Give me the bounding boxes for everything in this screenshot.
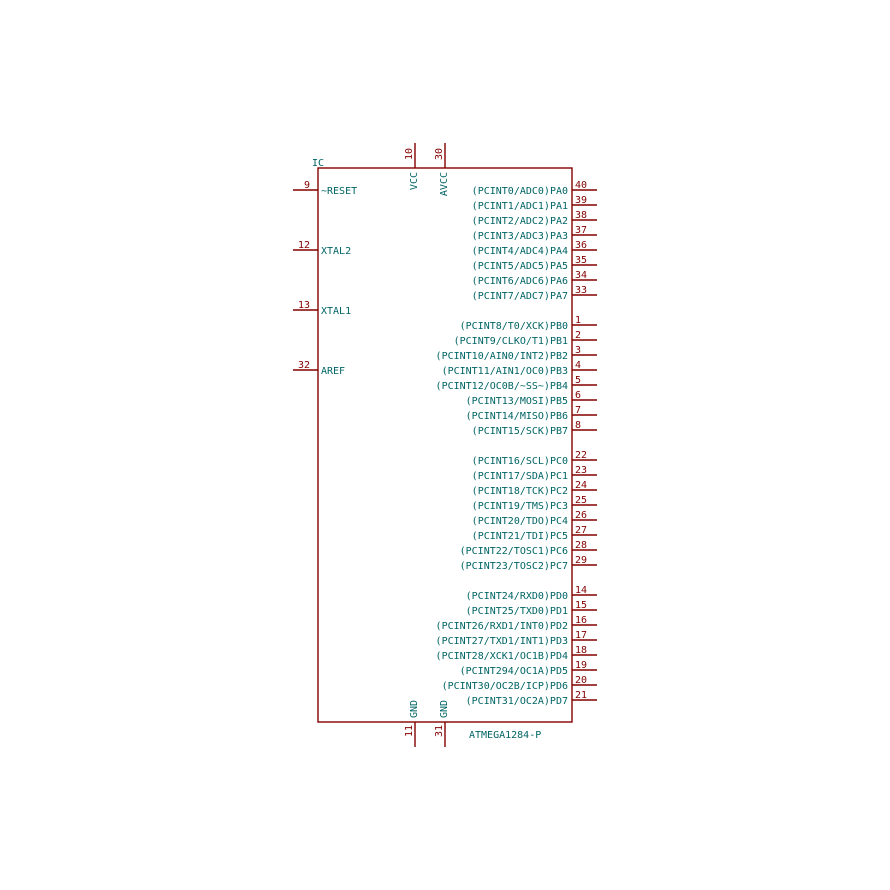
pin-name-right: (PCINT9/CLKO/T1)PB1 [454, 336, 568, 347]
pin-number-right: 37 [575, 225, 587, 236]
pin-number-right: 19 [575, 660, 587, 671]
pin-number-right: 18 [575, 645, 587, 656]
pin-number-left: 13 [298, 300, 310, 311]
pin-number-right: 39 [575, 195, 587, 206]
pin-name-bottom: GND [439, 700, 450, 718]
pin-number-right: 20 [575, 675, 587, 686]
pin-name-right: (PCINT16/SCL)PC0 [472, 456, 568, 467]
pin-name-left: XTAL2 [321, 246, 351, 257]
pin-name-right: (PCINT25/TXD0)PD1 [466, 606, 568, 617]
pin-number-left: 32 [298, 360, 310, 371]
pin-number-bottom: 11 [404, 725, 415, 737]
pin-name-right: (PCINT11/AIN1/OC0)PB3 [442, 366, 568, 377]
pin-number-right: 7 [575, 405, 581, 416]
pin-name-right: (PCINT15/SCK)PB7 [472, 426, 568, 437]
pin-number-right: 3 [575, 345, 581, 356]
pin-number-right: 21 [575, 690, 587, 701]
pin-name-right: (PCINT8/T0/XCK)PB0 [460, 321, 568, 332]
pin-number-right: 2 [575, 330, 581, 341]
pin-number-right: 33 [575, 285, 587, 296]
pin-number-right: 28 [575, 540, 587, 551]
pin-number-right: 25 [575, 495, 587, 506]
pin-name-left: AREF [321, 366, 345, 377]
pin-number-right: 17 [575, 630, 587, 641]
pin-name-right: (PCINT27/TXD1/INT1)PD3 [436, 636, 568, 647]
pin-number-bottom: 31 [434, 725, 445, 737]
pin-number-right: 34 [575, 270, 587, 281]
pin-name-top: VCC [409, 172, 420, 190]
pin-number-right: 27 [575, 525, 587, 536]
pin-name-right: (PCINT1/ADC1)PA1 [472, 201, 568, 212]
pin-number-right: 26 [575, 510, 587, 521]
pin-number-right: 38 [575, 210, 587, 221]
pin-name-right: (PCINT5/ADC5)PA5 [472, 261, 568, 272]
pin-number-right: 23 [575, 465, 587, 476]
pins-layer: 40(PCINT0/ADC0)PA039(PCINT1/ADC1)PA138(P… [293, 143, 597, 747]
pin-name-left: ~RESET [321, 186, 357, 197]
pin-name-right: (PCINT23/TOSC2)PC7 [460, 561, 568, 572]
pin-name-right: (PCINT17/SDA)PC1 [472, 471, 568, 482]
pin-name-right: (PCINT18/TCK)PC2 [472, 486, 568, 497]
pin-number-right: 35 [575, 255, 587, 266]
pin-number-right: 1 [575, 315, 581, 326]
pin-name-right: (PCINT0/ADC0)PA0 [472, 186, 568, 197]
pin-number-top: 10 [404, 148, 415, 160]
pin-name-right: (PCINT12/OC0B/~SS~)PB4 [436, 381, 568, 392]
pin-name-right: (PCINT21/TDI)PC5 [472, 531, 568, 542]
pin-name-right: (PCINT10/AIN0/INT2)PB2 [436, 351, 568, 362]
pin-name-right: (PCINT24/RXD0)PD0 [466, 591, 568, 602]
pin-number-top: 30 [434, 148, 445, 160]
pin-number-left: 12 [298, 240, 310, 251]
pin-name-right: (PCINT20/TDO)PC4 [472, 516, 568, 527]
pin-number-right: 24 [575, 480, 587, 491]
pin-name-right: (PCINT13/MOSI)PB5 [466, 396, 568, 407]
ic-reference: IC [312, 158, 324, 169]
pin-number-right: 4 [575, 360, 581, 371]
pin-number-right: 22 [575, 450, 587, 461]
pin-name-right: (PCINT2/ADC2)PA2 [472, 216, 568, 227]
ic-value: ATMEGA1284-P [469, 730, 541, 741]
pin-name-right: (PCINT294/OC1A)PD5 [460, 666, 568, 677]
pin-name-right: (PCINT26/RXD1/INT0)PD2 [436, 621, 568, 632]
pin-name-top: AVCC [439, 172, 450, 196]
pin-name-right: (PCINT6/ADC6)PA6 [472, 276, 568, 287]
pin-name-right: (PCINT30/OC2B/ICP)PD6 [442, 681, 568, 692]
pin-name-right: (PCINT4/ADC4)PA4 [472, 246, 568, 257]
pin-name-right: (PCINT28/XCK1/OC1B)PD4 [436, 651, 568, 662]
pin-name-right: (PCINT14/MISO)PB6 [466, 411, 568, 422]
pin-name-right: (PCINT3/ADC3)PA3 [472, 231, 568, 242]
pin-number-right: 36 [575, 240, 587, 251]
pin-number-right: 6 [575, 390, 581, 401]
pin-number-right: 8 [575, 420, 581, 431]
pin-number-right: 15 [575, 600, 587, 611]
pin-name-left: XTAL1 [321, 306, 351, 317]
pin-name-right: (PCINT31/OC2A)PD7 [466, 696, 568, 707]
pin-name-right: (PCINT22/TOSC1)PC6 [460, 546, 568, 557]
pin-number-left: 9 [304, 180, 310, 191]
pin-number-right: 16 [575, 615, 587, 626]
pin-name-bottom: GND [409, 700, 420, 718]
pin-number-right: 14 [575, 585, 587, 596]
pin-name-right: (PCINT19/TMS)PC3 [472, 501, 568, 512]
pin-name-right: (PCINT7/ADC7)PA7 [472, 291, 568, 302]
pin-number-right: 40 [575, 180, 587, 191]
pin-number-right: 5 [575, 375, 581, 386]
pin-number-right: 29 [575, 555, 587, 566]
